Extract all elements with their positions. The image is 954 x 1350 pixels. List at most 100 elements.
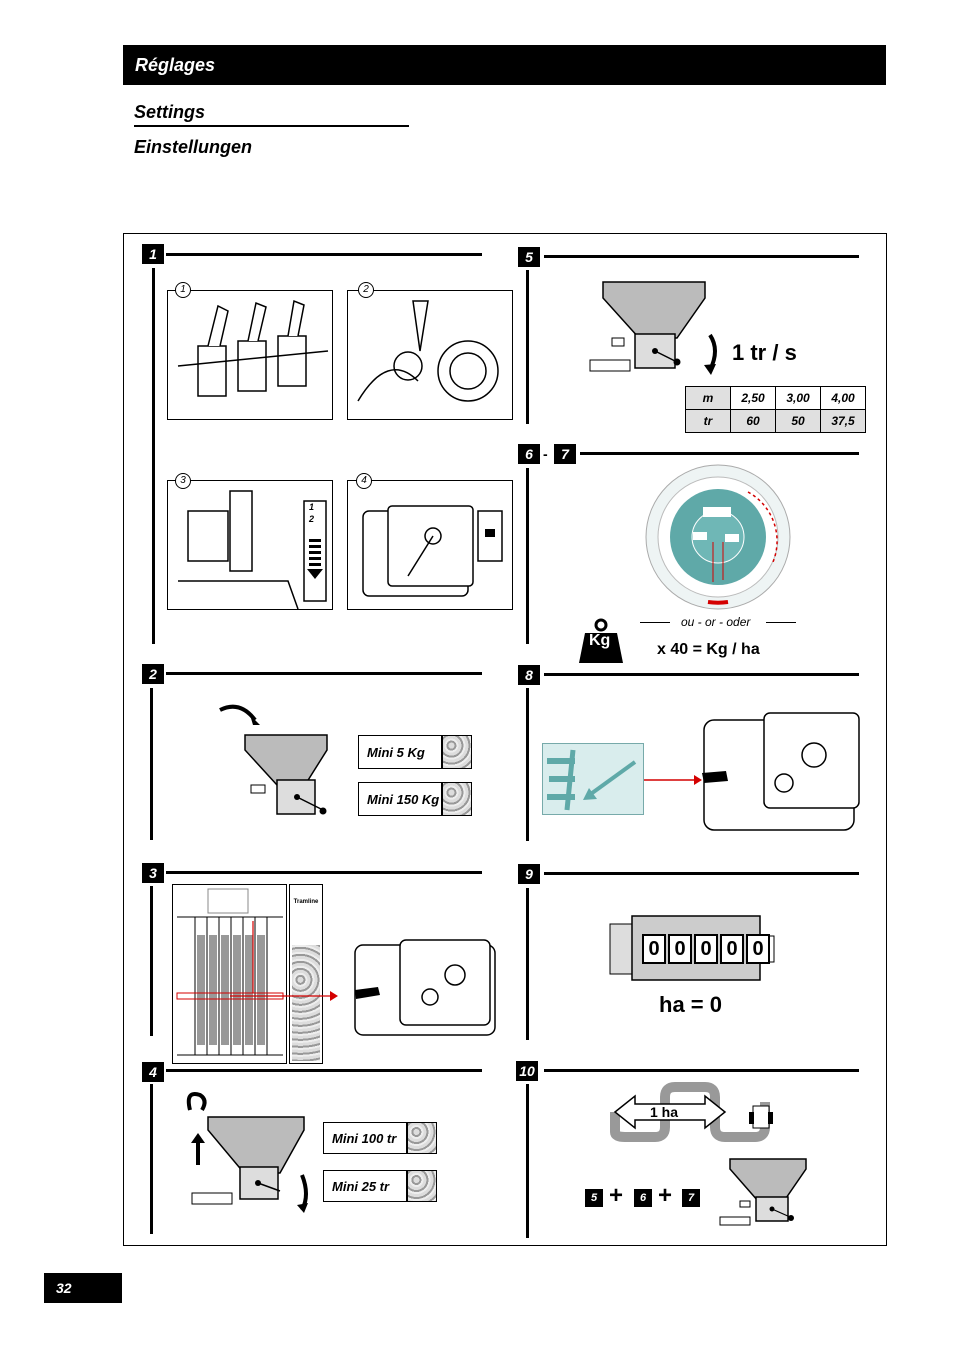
table-cell: 50 [775, 409, 821, 433]
page-title: Réglages [123, 45, 886, 85]
table-row: tr 60 50 37,5 [685, 409, 866, 433]
field-path-illustration [610, 1082, 773, 1142]
tramline-card: Tramline [289, 884, 323, 1064]
sub-step-3-marker: 3 [175, 473, 191, 489]
counter-digit: 0 [720, 934, 744, 964]
step-3-gearbox-illustration [230, 939, 496, 1036]
step-8-number: 8 [518, 665, 540, 685]
scale-label-1: 1 [309, 502, 315, 512]
step-10-vline [526, 1084, 529, 1238]
counter-digit: 0 [746, 934, 770, 964]
table-cell: 3,00 [775, 386, 821, 410]
step-3-number: 3 [142, 863, 164, 883]
calculator-disc-illustration [645, 464, 791, 610]
seed-texture-100tr [407, 1122, 437, 1154]
mini-5kg-label: Mini 5 Kg [358, 735, 442, 769]
or-text: ou - or - oder [681, 615, 751, 629]
ref-step-7: 7 [682, 1189, 700, 1207]
plus-sign-1: + [609, 1182, 624, 1209]
sub-step-4-marker: 4 [356, 473, 372, 489]
or-rule-right [766, 622, 796, 623]
step-10-hopper-illustration [719, 1158, 807, 1226]
step-4-hopper-illustration [186, 1092, 308, 1213]
seed-chart-card [172, 884, 287, 1064]
step-6-number: 6 [518, 444, 540, 464]
step-2-hopper-illustration [219, 704, 328, 815]
table-cell: 2,50 [730, 386, 776, 410]
mini-25tr-label: Mini 25 tr [323, 1170, 407, 1202]
page-number: 32 [44, 1273, 122, 1303]
step-5-vline [526, 270, 529, 424]
step-3-vline [150, 886, 153, 1036]
ref-step-5: 5 [585, 1189, 603, 1207]
kg-weight-label: Kg [589, 632, 611, 649]
step-2-number: 2 [142, 664, 164, 684]
step-6-7-separator: - [543, 446, 548, 462]
tramline-seed-texture [292, 945, 320, 1061]
step-6-7-rule [580, 452, 859, 455]
seed-texture-coarse [442, 782, 472, 816]
table-cell: tr [685, 409, 731, 433]
step-1-rule [166, 253, 482, 256]
step-8-vline [526, 688, 529, 841]
step-9-number: 9 [518, 864, 540, 884]
lever-zoom-illustration [547, 749, 637, 811]
table-cell: 37,5 [820, 409, 866, 433]
one-ha-label: 1 ha [650, 1104, 679, 1120]
step-9-vline [526, 888, 529, 1040]
tramline-label: Tramline [293, 899, 319, 905]
table-cell: 4,00 [820, 386, 866, 410]
seed-texture-25tr [407, 1170, 437, 1202]
step-1-vline [152, 268, 155, 644]
counter-digit: 0 [694, 934, 718, 964]
or-rule-left [640, 622, 670, 623]
step-5-rule [544, 255, 859, 258]
kg-per-ha-formula: x 40 = Kg / ha [657, 641, 760, 658]
gearbox-crank-illustration [362, 505, 503, 597]
width-revolutions-table: m 2,50 3,00 4,00 tr 60 50 37,5 [685, 386, 866, 433]
crank-speed-label: 1 tr / s [732, 340, 797, 365]
step-1-figure-3 [167, 480, 333, 610]
seed-rate-table-illustration [176, 888, 284, 1056]
sub-step-1-marker: 1 [175, 282, 191, 298]
mini-100tr-label: Mini 100 tr [323, 1122, 407, 1154]
counter-digit: 0 [668, 934, 692, 964]
step-8-gearbox-illustration [644, 712, 860, 831]
step-10-number: 10 [516, 1061, 538, 1081]
step-2-rule [166, 672, 482, 675]
step-4-number: 4 [142, 1062, 164, 1082]
step-4-vline [150, 1084, 153, 1234]
ha-zero-label: ha = 0 [659, 992, 722, 1017]
step-5-number: 5 [518, 247, 540, 267]
lever-scale-illustration [178, 490, 327, 610]
step-10-rule [544, 1069, 859, 1072]
sub-step-2-marker: 2 [358, 282, 374, 298]
step-4-rule [166, 1069, 482, 1072]
counter-digit: 0 [642, 934, 666, 964]
step-5-hopper-illustration [589, 281, 717, 375]
subtitle-settings: Settings [134, 102, 206, 122]
step-7-number: 7 [554, 444, 576, 464]
plus-sign-2: + [658, 1182, 673, 1209]
instructions-frame [123, 233, 887, 1246]
table-row: m 2,50 3,00 4,00 [685, 386, 866, 410]
step-6-7-vline [526, 468, 529, 644]
step-1-number: 1 [142, 244, 164, 264]
step-1-figure-2 [347, 290, 513, 420]
scale-label-2: 2 [309, 514, 315, 524]
step-8-rule [544, 673, 859, 676]
seed-texture-fine [442, 735, 472, 769]
ref-step-6: 6 [634, 1189, 652, 1207]
subtitle-einstellungen: Einstellungen [134, 137, 253, 157]
subtitle-underline [134, 125, 409, 127]
step-9-rule [544, 872, 859, 875]
step-2-vline [150, 688, 153, 840]
mini-150kg-label: Mini 150 Kg [358, 782, 442, 816]
weight-icon [579, 618, 623, 663]
lever-zoom-panel [542, 743, 644, 815]
step-3-rule [166, 871, 482, 874]
table-cell: m [685, 386, 731, 410]
table-cell: 60 [730, 409, 776, 433]
gear-adjustment-illustration [357, 300, 499, 402]
